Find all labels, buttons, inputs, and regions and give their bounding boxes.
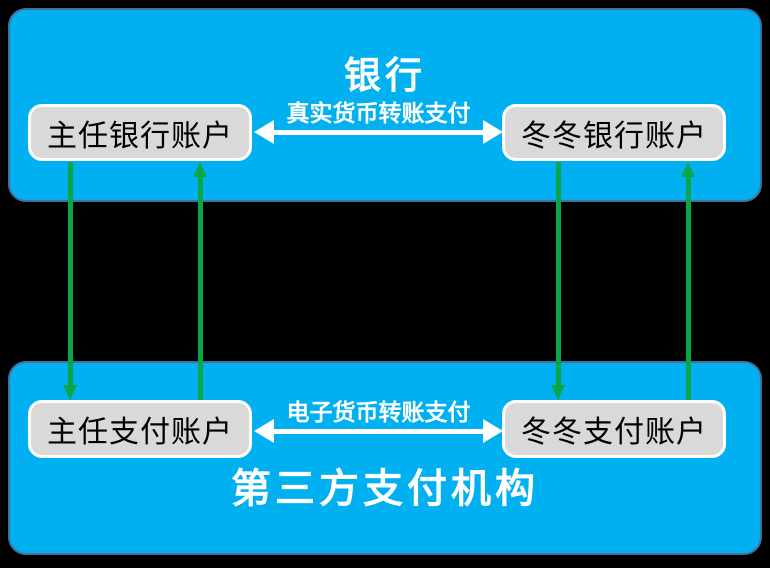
- node-director-payment-account: 主任支付账户: [28, 400, 252, 458]
- node-director-bank-account: 主任银行账户: [28, 104, 252, 161]
- green-arrow-up-left-icon: [193, 162, 207, 400]
- green-arrow-up-right-icon: [681, 162, 695, 400]
- arrow-shaft: [269, 129, 488, 135]
- bank-panel-title: 银行: [344, 54, 426, 96]
- third-party-payment-panel-title: 第三方支付机构: [231, 467, 539, 512]
- node-director-payment-account-label: 主任支付账户: [47, 416, 233, 449]
- green-arrow-down-right-icon: [551, 162, 565, 400]
- node-dongdong-payment-account: 冬冬支付账户: [502, 400, 726, 458]
- arrow-shaft: [269, 428, 488, 434]
- node-dongdong-payment-account-label: 冬冬支付账户: [521, 416, 707, 449]
- node-dongdong-bank-account-label: 冬冬银行账户: [521, 119, 707, 153]
- node-director-bank-account-label: 主任银行账户: [47, 119, 233, 153]
- arrow-head-right-icon: [483, 120, 503, 144]
- arrow-head-left-icon: [254, 419, 274, 443]
- node-dongdong-bank-account: 冬冬银行账户: [502, 104, 726, 161]
- arrow-head-right-icon: [483, 419, 503, 443]
- third-party-payment-panel: 第三方支付机构: [8, 361, 762, 555]
- green-arrow-down-left-icon: [63, 162, 77, 400]
- real-currency-transfer-label: 真实货币转账支付: [286, 100, 471, 126]
- arrow-head-left-icon: [254, 120, 274, 144]
- electronic-currency-transfer-label: 电子货币转账支付: [286, 399, 471, 425]
